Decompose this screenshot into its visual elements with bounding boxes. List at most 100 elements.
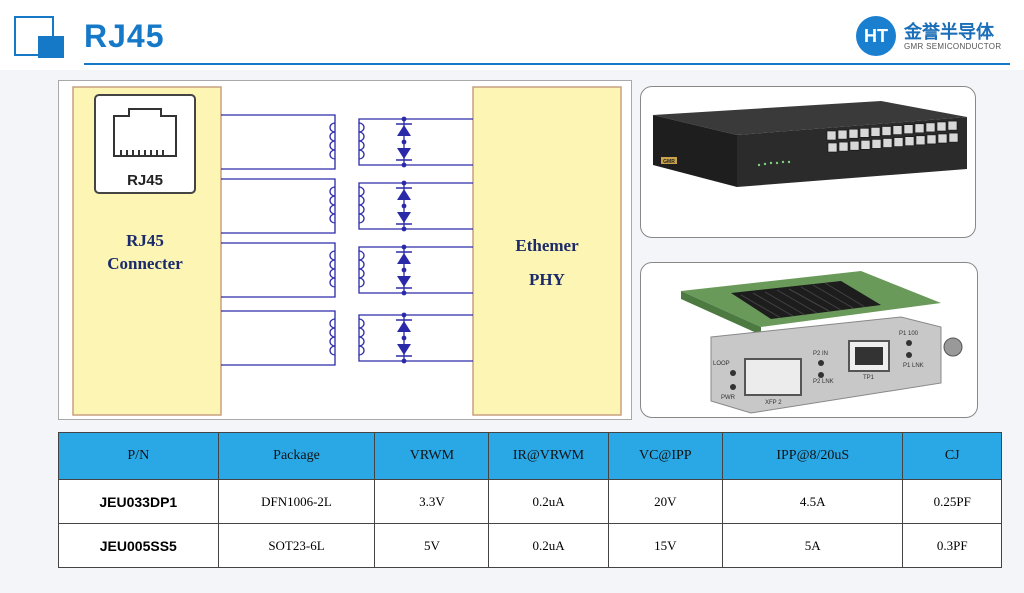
circuit-svg: RJ45 RJ45 Connecter Ethemer PHY bbox=[72, 86, 622, 416]
switch-ports bbox=[826, 120, 959, 153]
cell-ipp: 5A bbox=[721, 523, 904, 568]
header: RJ45 HT 金誉半导体 GMR SEMICONDUCTOR bbox=[0, 0, 1024, 70]
tvs-diode-upper bbox=[397, 321, 411, 332]
primary-coil bbox=[329, 250, 336, 288]
switch-illustration: GMR bbox=[653, 101, 967, 187]
junction-dot bbox=[401, 180, 407, 186]
brand-name-en: GMR SEMICONDUCTOR bbox=[904, 42, 1002, 51]
col-header-pn: P/N bbox=[58, 432, 219, 480]
switch-port bbox=[848, 128, 859, 139]
circuit-diagram: RJ45 RJ45 Connecter Ethemer PHY bbox=[58, 80, 632, 420]
switch-leds bbox=[757, 160, 791, 167]
switch-port bbox=[926, 134, 937, 145]
tvs-diode-lower bbox=[397, 212, 411, 223]
junction-dot bbox=[401, 116, 407, 122]
card-label-xfp2: XFP 2 bbox=[765, 400, 782, 406]
col-header-ir: IR@VRWM bbox=[488, 432, 609, 480]
cell-vrwm: 3.3V bbox=[374, 479, 490, 524]
brand-name-cn: 金誉半导体 bbox=[904, 22, 994, 42]
junction-dot bbox=[401, 290, 407, 296]
junction-dot bbox=[401, 312, 407, 318]
cell-ir: 0.2uA bbox=[488, 523, 609, 568]
switch-port bbox=[826, 130, 837, 141]
tvs-diode-upper bbox=[397, 125, 411, 136]
connector-label-line1: RJ45 bbox=[126, 231, 164, 250]
tvs-diode-upper bbox=[397, 253, 411, 264]
card-label-loop: LOOP bbox=[713, 361, 730, 367]
switch-port bbox=[936, 121, 947, 132]
rj45-jack-icon bbox=[94, 94, 196, 194]
secondary-wire bbox=[358, 182, 473, 230]
switch-port bbox=[882, 138, 893, 148]
switch-port bbox=[915, 135, 926, 146]
table-row: JEU005SS5 SOT23-6L 5V 0.2uA 15V 5A 0.3PF bbox=[58, 523, 1002, 568]
connector-label-line2: Connecter bbox=[107, 254, 183, 273]
col-header-vc: VC@IPP bbox=[607, 432, 724, 480]
secondary-wire bbox=[358, 314, 473, 362]
card-label-p2lnk: P2 LNK bbox=[813, 379, 834, 385]
switch-port bbox=[914, 123, 925, 134]
cell-cj: 0.3PF bbox=[902, 523, 1002, 568]
thumb-screw bbox=[943, 337, 963, 357]
junction-dot bbox=[401, 335, 407, 341]
switch-badge-plate bbox=[661, 157, 677, 164]
spec-table: P/N Package VRWM IR@VRWM VC@IPP IPP@8/20… bbox=[58, 432, 1002, 568]
switch-port bbox=[904, 136, 915, 147]
primary-coil bbox=[329, 318, 336, 356]
page-title: RJ45 bbox=[84, 18, 165, 54]
tvs-diode-upper bbox=[397, 189, 411, 200]
protection-channels bbox=[221, 114, 473, 366]
switch-port bbox=[849, 140, 860, 151]
switch-port bbox=[892, 125, 903, 135]
cell-pn: JEU005SS5 bbox=[58, 523, 219, 568]
junction-dot bbox=[401, 226, 407, 232]
junction-dot bbox=[401, 203, 407, 209]
secondary-coil bbox=[358, 318, 365, 356]
phy-label-line2: PHY bbox=[529, 270, 565, 289]
primary-coil bbox=[329, 186, 336, 224]
primary-wire bbox=[221, 114, 336, 170]
table-row: JEU033DP1 DFN1006-2L 3.3V 0.2uA 20V 4.5A… bbox=[58, 479, 1002, 524]
card-label-tp1: TP1 bbox=[863, 375, 875, 381]
phy-label-line1: Ethemer bbox=[515, 236, 579, 255]
switch-port bbox=[870, 127, 881, 137]
switch-photo: GMR bbox=[640, 86, 976, 238]
switch-badge-text: GMR bbox=[663, 159, 675, 165]
switch-port bbox=[881, 126, 892, 136]
title-underline bbox=[84, 63, 1010, 65]
secondary-coil bbox=[358, 186, 365, 224]
switch-port bbox=[937, 133, 948, 144]
card-illustration: LOOP PWR XFP 2 P2 IN P2 LNK TP1 P1 100 P… bbox=[681, 271, 963, 414]
cell-ir: 0.2uA bbox=[488, 479, 609, 524]
tvs-diode-lower bbox=[397, 344, 411, 355]
heatsink bbox=[731, 281, 881, 319]
primary-wire bbox=[221, 310, 336, 366]
primary-coil bbox=[329, 122, 336, 160]
col-header-package: Package bbox=[217, 432, 376, 480]
switch-port bbox=[947, 120, 958, 131]
cell-vrwm: 5V bbox=[374, 523, 490, 568]
junction-dot bbox=[401, 267, 407, 273]
col-header-cj: CJ bbox=[902, 432, 1002, 480]
ethernet-phy-block bbox=[472, 86, 622, 416]
table-header-row: P/N Package VRWM IR@VRWM VC@IPP IPP@8/20… bbox=[58, 432, 1002, 480]
tvs-diode-lower bbox=[397, 148, 411, 159]
junction-dot bbox=[401, 139, 407, 145]
col-header-ipp: IPP@8/20uS bbox=[721, 432, 904, 480]
junction-dot bbox=[401, 358, 407, 364]
cell-package: SOT23-6L bbox=[217, 523, 376, 568]
switch-port bbox=[925, 122, 936, 133]
secondary-wire bbox=[358, 118, 473, 166]
card-label-p1100: P1 100 bbox=[899, 331, 919, 337]
secondary-coil bbox=[358, 250, 365, 288]
title-logo-squares bbox=[14, 16, 66, 58]
switch-port bbox=[837, 129, 848, 140]
secondary-wire bbox=[358, 246, 473, 294]
switch-port bbox=[871, 139, 882, 149]
switch-port bbox=[827, 142, 838, 153]
cell-vc: 20V bbox=[607, 479, 724, 524]
secondary-coil bbox=[358, 122, 365, 160]
col-header-vrwm: VRWM bbox=[374, 432, 490, 480]
card-label-pwr: PWR bbox=[721, 395, 736, 401]
card-label-p1lnk: P1 LNK bbox=[903, 363, 924, 369]
